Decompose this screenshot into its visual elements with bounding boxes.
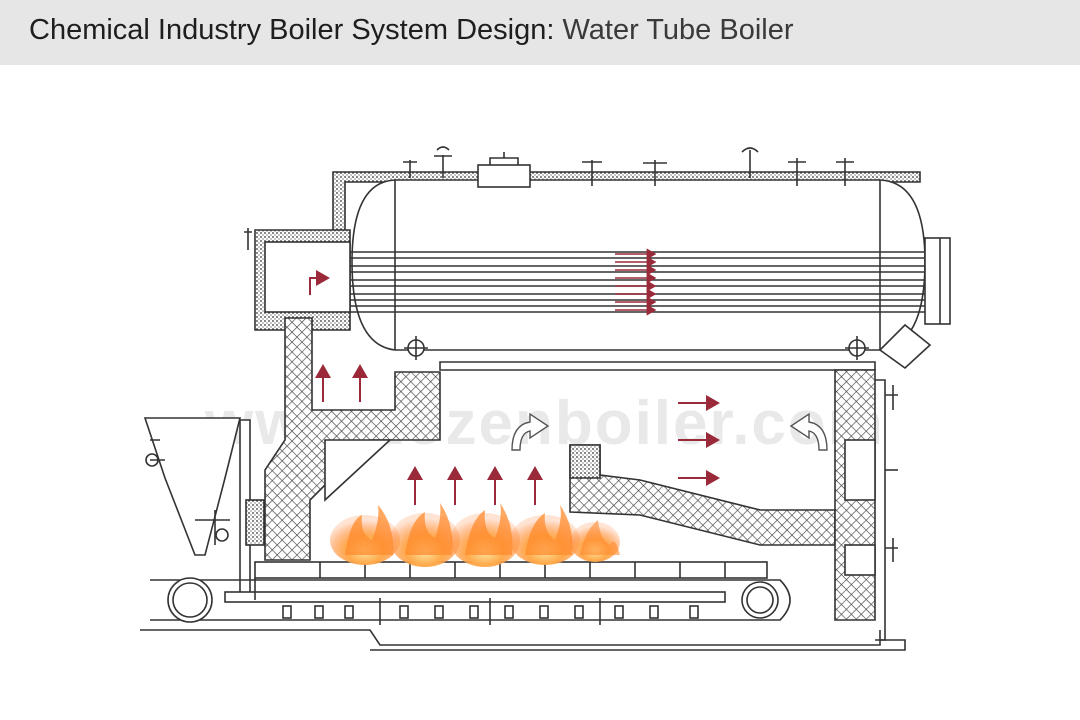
turn-arrows [511, 412, 828, 451]
boiler-diagram [140, 146, 951, 651]
title-subtitle: Water Tube Boiler [562, 14, 794, 46]
title-main: Chemical Industry Boiler System Design [29, 14, 547, 46]
furnace-flames [330, 503, 620, 567]
drum-valves [403, 146, 854, 188]
header-bar: Chemical Industry Boiler System Design: … [0, 0, 1080, 65]
gas-flow-arrows [309, 248, 720, 505]
front-smoke-box [924, 237, 951, 325]
base-frame [140, 629, 881, 646]
coal-hopper [143, 417, 242, 556]
steam-drum [351, 179, 926, 351]
chain-grate [150, 561, 791, 625]
header-tube [439, 361, 876, 371]
flow-arrow [309, 270, 330, 295]
turn-arrow-right [789, 412, 828, 451]
title-separator: : [546, 14, 555, 46]
turn-arrow-left [511, 412, 550, 451]
rear-wall [264, 317, 441, 561]
page-title: Chemical Industry Boiler System Design: … [29, 14, 794, 47]
front-sprocket [167, 577, 213, 623]
